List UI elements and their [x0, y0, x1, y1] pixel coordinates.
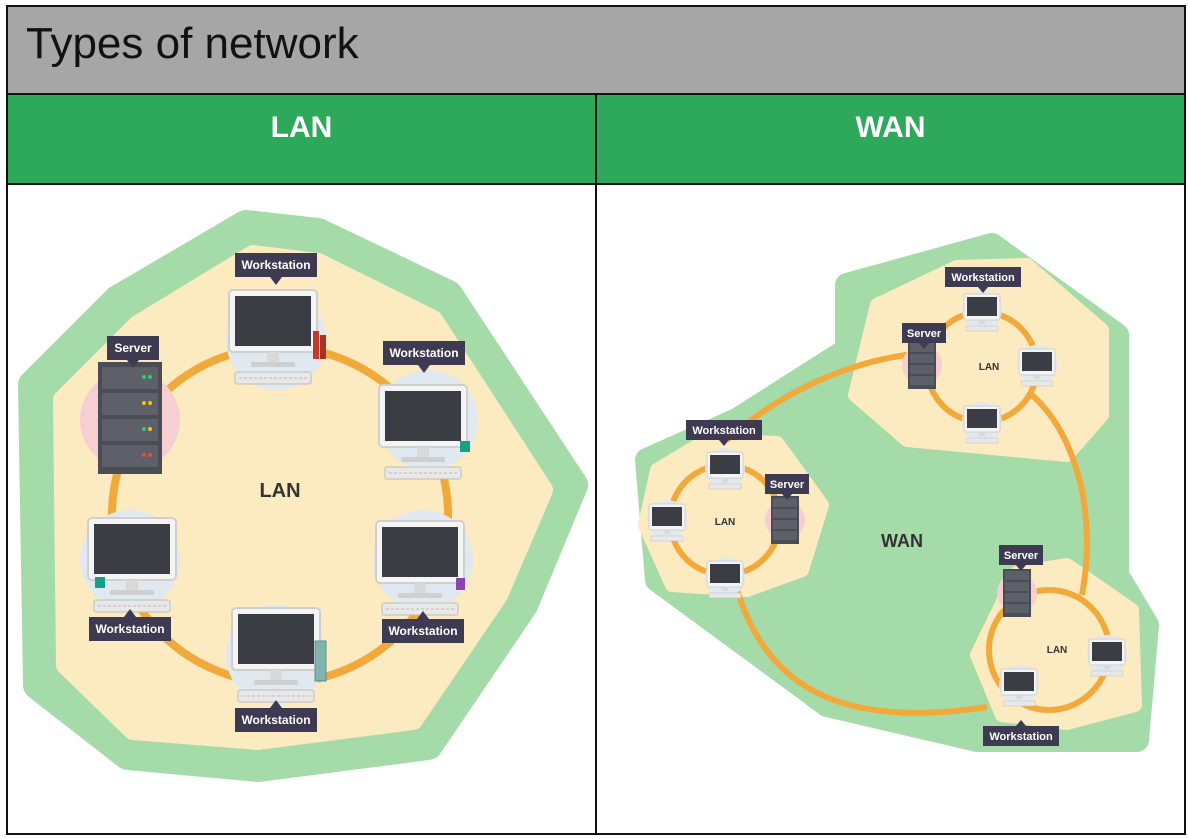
- title-bar: Types of network: [8, 7, 1184, 95]
- workstation-tag: Workstation: [686, 420, 762, 446]
- server-tag: Server: [902, 323, 946, 349]
- server-tag: Server: [765, 474, 809, 500]
- svg-text:Workstation: Workstation: [388, 624, 457, 638]
- lan-center-label: LAN: [259, 480, 300, 502]
- workstation-tag: Workstation: [945, 267, 1021, 293]
- mug-icon: [95, 577, 105, 588]
- svg-text:Workstation: Workstation: [951, 272, 1015, 284]
- lan-diagram: LAN Workstation Server Workstation Works…: [18, 210, 588, 782]
- lan-label-bottom-right: LAN: [1047, 645, 1068, 656]
- svg-text:Workstation: Workstation: [95, 622, 164, 636]
- wan-diagram: WAN LAN LAN LAN Workstation Server Works…: [635, 233, 1159, 752]
- workstation-tag: Workstation: [383, 341, 465, 373]
- wan-link: [1030, 392, 1090, 596]
- cup-icon: [456, 578, 465, 590]
- wan-link: [734, 589, 988, 716]
- column-header-lan-label: LAN: [270, 111, 333, 144]
- mug-icon: [460, 441, 470, 452]
- column-header-lan: LAN: [8, 95, 597, 185]
- svg-text:Workstation: Workstation: [989, 731, 1053, 743]
- binder-icon: [314, 640, 327, 682]
- workstation-tag: Workstation: [89, 609, 171, 641]
- svg-text:Workstation: Workstation: [241, 258, 310, 272]
- svg-text:Server: Server: [770, 479, 805, 491]
- wan-cell: WAN LAN LAN LAN Workstation Server Works…: [597, 185, 1184, 833]
- svg-text:Server: Server: [114, 341, 152, 355]
- server-icon: [1003, 569, 1031, 617]
- workstation-tag: Workstation: [382, 611, 464, 643]
- server-icon: [98, 362, 162, 474]
- books-icon: [313, 331, 326, 359]
- svg-text:Workstation: Workstation: [241, 713, 310, 727]
- workstation-tag: Workstation: [235, 700, 317, 732]
- lan-label-left: LAN: [715, 517, 736, 528]
- server-tag: Server: [107, 336, 159, 368]
- server-icon: [771, 496, 799, 544]
- svg-text:Server: Server: [907, 328, 942, 340]
- server-tag: Server: [999, 545, 1043, 571]
- lan-area-top: [848, 258, 1109, 462]
- column-header-wan: WAN: [597, 95, 1184, 185]
- svg-text:Workstation: Workstation: [389, 346, 458, 360]
- wan-center-label: WAN: [881, 531, 923, 551]
- svg-text:Server: Server: [1004, 550, 1039, 562]
- server-icon: [908, 341, 936, 389]
- svg-text:Workstation: Workstation: [692, 425, 756, 437]
- workstation-tag: Workstation: [983, 720, 1059, 746]
- slide-frame: Types of network LAN WAN: [6, 5, 1186, 835]
- column-header-wan-label: WAN: [855, 111, 926, 144]
- lan-label-top: LAN: [979, 362, 1000, 373]
- slide-title: Types of network: [26, 19, 359, 68]
- lan-cell: LAN Workstation Server Workstation Works…: [8, 185, 597, 833]
- workstation-tag: Workstation: [235, 253, 317, 285]
